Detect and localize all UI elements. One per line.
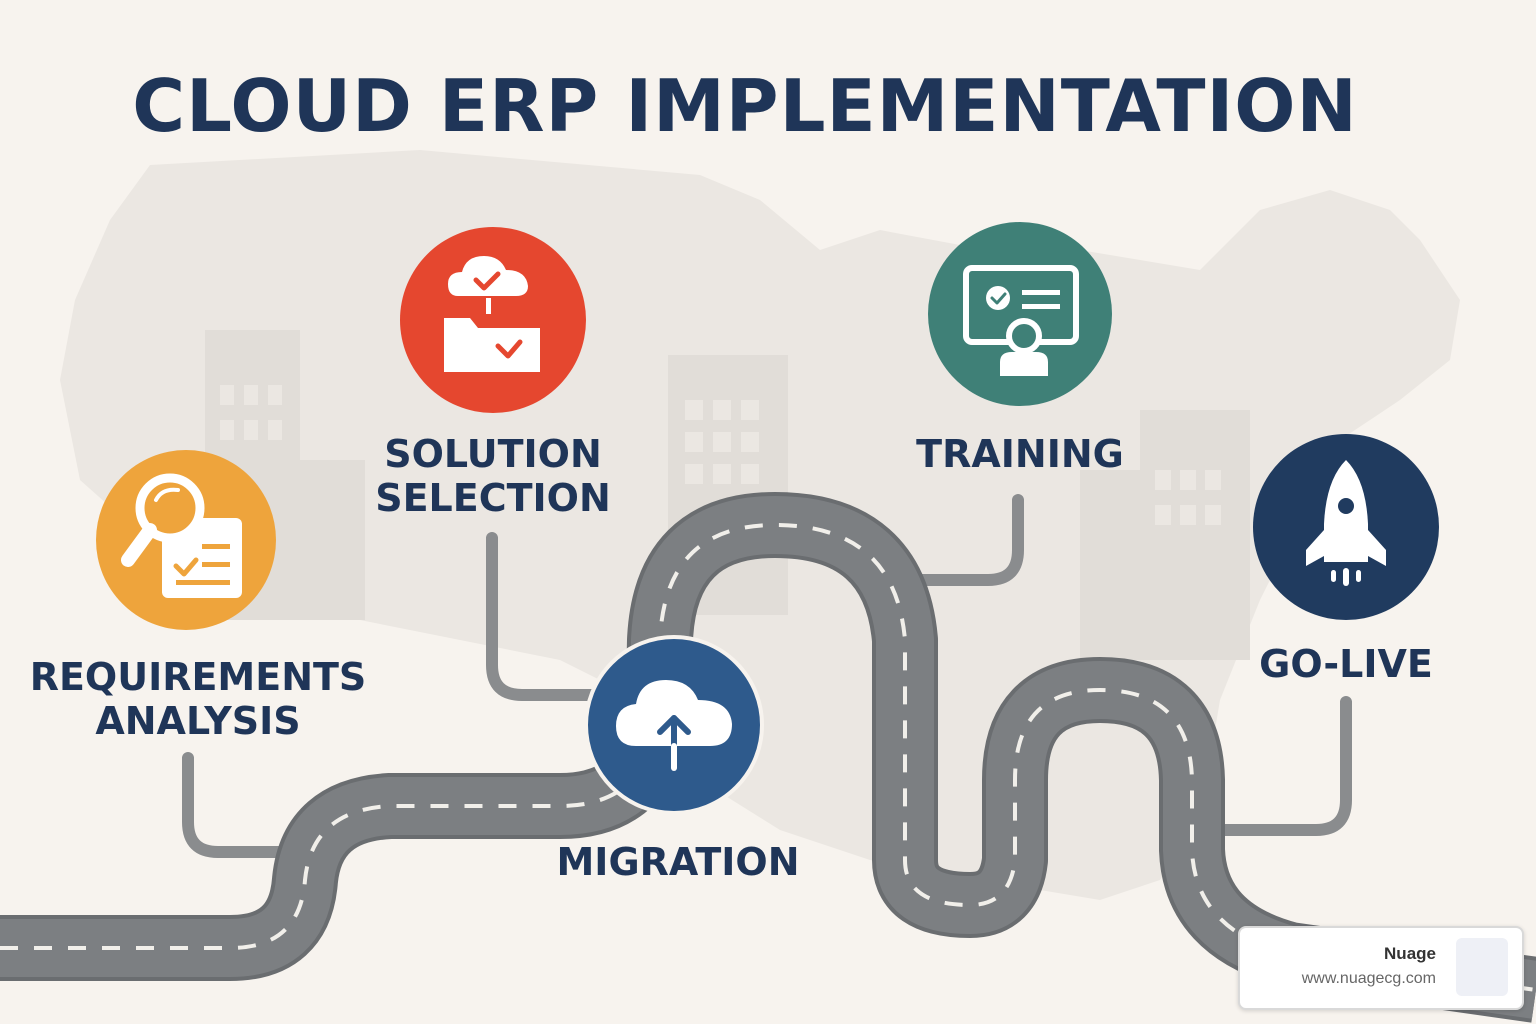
connector-requirements [182, 752, 306, 858]
connector-solution [486, 532, 598, 701]
stage-migration-circle [584, 635, 764, 815]
magnifier-document-icon [121, 473, 242, 598]
stage-solution-circle [400, 227, 586, 413]
stage-label-migration: MIGRATION [520, 840, 836, 884]
building-right-windows [1155, 470, 1221, 525]
stage-label-line: SELECTION [375, 476, 611, 520]
connectors [182, 494, 1352, 858]
connector-golive [1216, 696, 1352, 836]
stage-label-line: SOLUTION [384, 432, 602, 476]
stage-training-circle [928, 222, 1112, 406]
stage-label-line: MIGRATION [556, 840, 800, 884]
stage-label-training: TRAINING [880, 432, 1160, 476]
stage-label-requirements: REQUIREMENTS ANALYSIS [0, 655, 396, 743]
building-right [1080, 410, 1250, 660]
stage-label-solution: SOLUTION SELECTION [340, 432, 646, 520]
brand-badge[interactable]: Nuage www.nuagecg.com [1238, 926, 1524, 1010]
building-left-windows [220, 385, 282, 440]
stage-requirements-circle [96, 450, 276, 630]
stage-label-line: ANALYSIS [95, 699, 301, 743]
connector-training [899, 494, 1024, 586]
stage-label-golive: GO-LIVE [1226, 642, 1466, 686]
brand-logo-icon [1456, 938, 1508, 996]
stage-label-line: REQUIREMENTS [29, 655, 367, 699]
brand-name: Nuage [1384, 944, 1436, 963]
stage-label-line: GO-LIVE [1259, 642, 1433, 686]
cloud-folder-check-icon [444, 256, 540, 372]
building-middle-windows [685, 400, 759, 484]
brand-url[interactable]: www.nuagecg.com [1301, 970, 1436, 987]
stage-label-line: TRAINING [916, 432, 1124, 476]
road-lane-dashes [0, 522, 1536, 992]
cloud-upload-icon [616, 680, 732, 771]
rocket-icon [1306, 460, 1386, 586]
page-title: CLOUD ERP IMPLEMENTATION [132, 64, 1358, 148]
stage-golive-circle [1253, 434, 1439, 620]
presentation-screen-icon [963, 265, 1079, 376]
